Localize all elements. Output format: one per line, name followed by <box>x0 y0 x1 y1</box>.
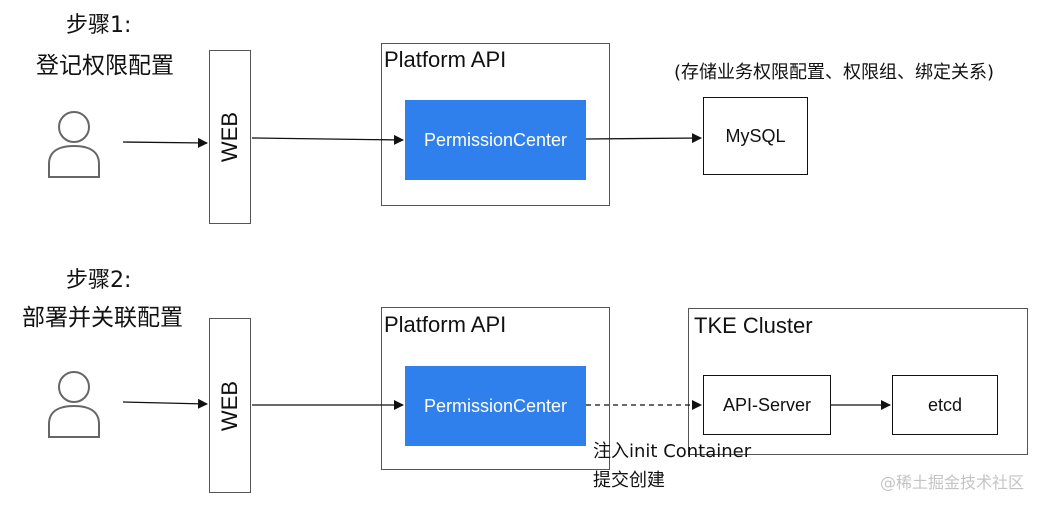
platform-api-title: Platform API <box>384 47 507 72</box>
tke-cluster-title: TKE Cluster <box>694 313 813 338</box>
mysql-box: MySQL <box>703 97 808 175</box>
api-server-box: API-Server <box>703 375 831 435</box>
inject-note-line1: 注入init Container <box>593 441 752 462</box>
arrow-user-to-web-step1 <box>122 137 208 148</box>
inject-note-line2: 提交创建 <box>593 470 665 491</box>
arrow-web-to-permission-step1 <box>251 134 404 145</box>
user-icon <box>48 371 100 438</box>
step2-title: 步骤2: <box>66 268 132 293</box>
etcd-box: etcd <box>892 375 998 435</box>
web-frontend-step1: WEB <box>209 50 251 224</box>
mysql-note: (存储业务权限配置、权限组、绑定关系) <box>674 62 995 83</box>
permission-center-step1: PermissionCenter <box>405 100 586 180</box>
arrow-permission-to-mysql <box>585 133 702 144</box>
step1-title: 步骤1: <box>66 13 132 38</box>
step2-subtitle: 部署并关联配置 <box>22 305 183 331</box>
platform-api-title: Platform API <box>384 312 507 337</box>
step1-subtitle: 登记权限配置 <box>36 53 174 79</box>
user-icon <box>48 111 100 178</box>
watermark: @稀土掘金技术社区 <box>880 473 1025 492</box>
arrow-user-to-web-step2 <box>122 398 208 409</box>
web-frontend-step2: WEB <box>209 318 251 493</box>
permission-center-step2: PermissionCenter <box>405 366 586 446</box>
